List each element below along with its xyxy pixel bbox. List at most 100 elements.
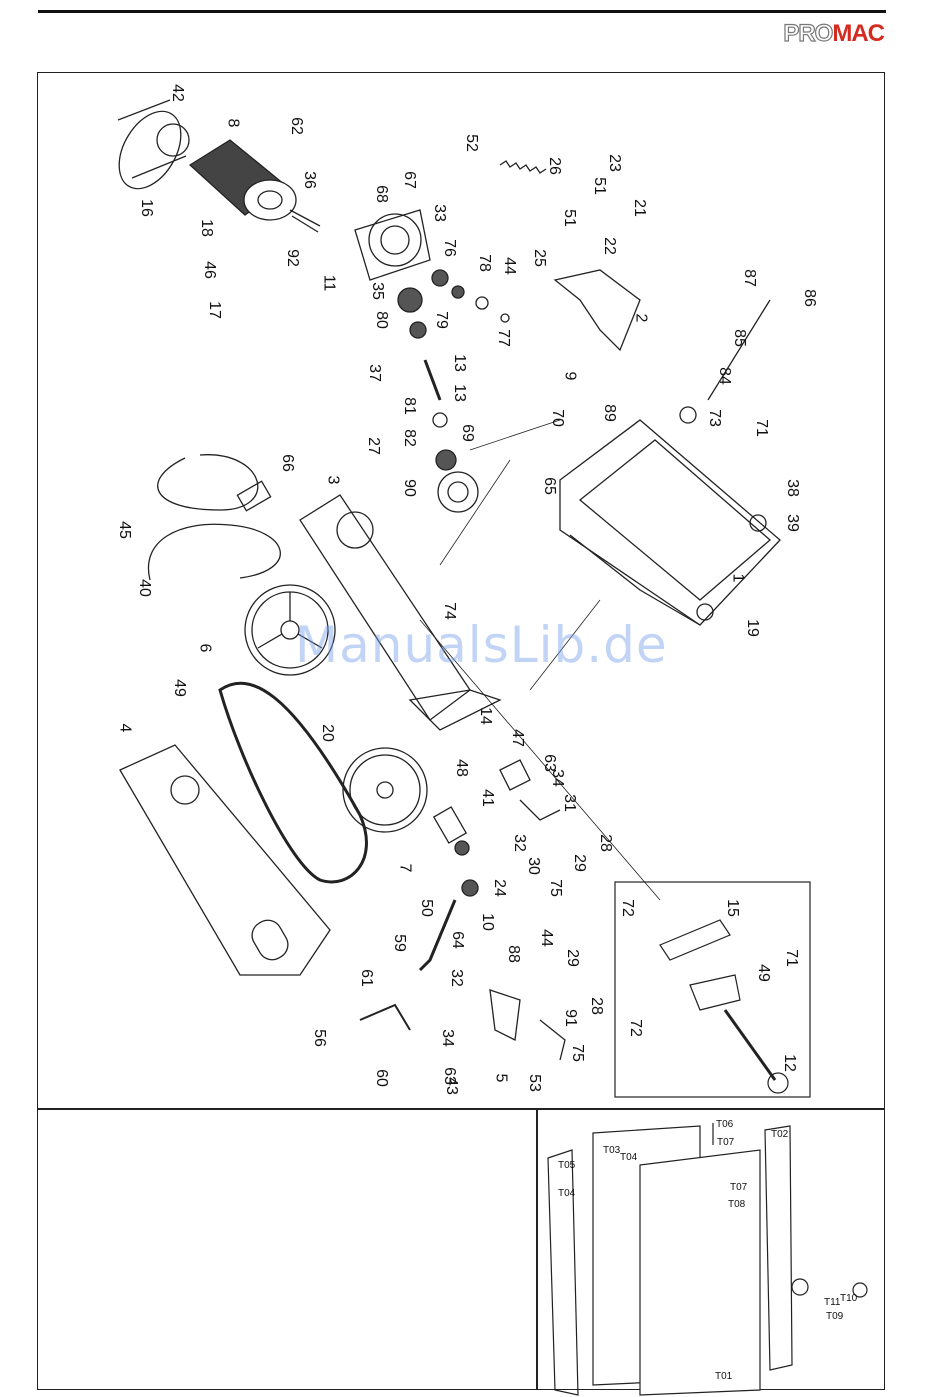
rod-part — [707, 299, 771, 401]
vise-base-part — [559, 406, 781, 626]
stand-callout-T07: T07 — [717, 1137, 735, 1148]
stand-callout-T06: T06 — [716, 1119, 734, 1130]
part-callout-36: 36 — [300, 171, 318, 189]
part-callout-52: 52 — [462, 134, 480, 152]
part-callout-65: 65 — [540, 477, 558, 495]
motor-cover-part — [117, 99, 187, 190]
part-callout-39: 39 — [783, 514, 801, 532]
part-callout-46: 46 — [200, 261, 218, 279]
motor-shaft-part — [289, 209, 321, 233]
shaft-part — [423, 359, 442, 401]
motor-part — [188, 139, 297, 221]
part-callout-37: 37 — [365, 364, 383, 382]
part-callout-32: 32 — [447, 969, 465, 987]
part-callout-3: 3 — [324, 475, 342, 485]
part-callout-18: 18 — [197, 219, 215, 237]
inset-callout-72: 72 — [626, 1019, 644, 1037]
part-callout-44: 44 — [500, 257, 518, 275]
inset-callout-49: 49 — [754, 964, 772, 982]
part-callout-8: 8 — [224, 118, 242, 128]
part-callout-67: 67 — [400, 171, 418, 189]
part-callout-92: 92 — [283, 249, 301, 267]
stand-callout-T08: T08 — [728, 1199, 746, 1210]
promac-logo: PROMAC — [783, 19, 885, 47]
part-callout-68: 68 — [372, 185, 390, 203]
part-callout-73: 73 — [705, 409, 723, 427]
part-callout-74: 74 — [440, 602, 458, 620]
handle-bracket-part — [553, 269, 641, 352]
part-callout-44: 44 — [537, 929, 555, 947]
part-callout-41: 41 — [478, 789, 496, 807]
part-callout-84: 84 — [715, 367, 733, 385]
part-callout-45: 45 — [115, 521, 133, 539]
guide-block-part — [432, 806, 468, 844]
stand-callout-T01: T01 — [715, 1371, 733, 1382]
part-callout-71: 71 — [752, 419, 770, 437]
fan-part — [156, 123, 190, 157]
header-rule — [38, 10, 886, 13]
part-callout-53: 53 — [525, 1074, 543, 1092]
section-divider — [37, 1108, 885, 1110]
idler-wheel-part — [342, 747, 428, 833]
cover-plate-part — [119, 744, 331, 976]
part-callout-25: 25 — [530, 249, 548, 267]
inset-diagram — [614, 881, 811, 1098]
stand-callout-T05: T05 — [558, 1160, 576, 1171]
stand-diagram — [547, 1123, 868, 1396]
part-callout-70: 70 — [548, 409, 566, 427]
part-callout-13: 13 — [450, 354, 468, 372]
part-callout-81: 81 — [400, 397, 418, 415]
part-callout-78: 78 — [475, 254, 493, 272]
part-callout-20: 20 — [318, 724, 336, 742]
part-callout-50: 50 — [417, 899, 435, 917]
part-callout-82: 82 — [400, 429, 418, 447]
diagram-frame — [37, 72, 885, 1390]
part-callout-86: 86 — [800, 289, 818, 307]
knob-part — [499, 759, 531, 791]
gear-part — [397, 287, 423, 313]
part-callout-26: 26 — [545, 157, 563, 175]
part-callout-63: 63 — [540, 754, 558, 772]
part-callout-35: 35 — [368, 282, 386, 300]
part-callout-5: 5 — [492, 1073, 510, 1083]
part-callout-47: 47 — [508, 729, 526, 747]
part-callout-19: 19 — [743, 619, 761, 637]
part-callout-23: 23 — [605, 154, 623, 172]
part-callout-89: 89 — [600, 404, 618, 422]
inset-callout-15: 15 — [723, 899, 741, 917]
part-callout-29: 29 — [570, 854, 588, 872]
part-callout-21: 21 — [630, 199, 648, 217]
part-callout-29: 29 — [563, 949, 581, 967]
part-callout-28: 28 — [596, 834, 614, 852]
part-callout-6: 6 — [196, 643, 214, 653]
stand-right-panel — [764, 1125, 793, 1371]
part-callout-62: 62 — [287, 117, 305, 135]
part-callout-40: 40 — [135, 579, 153, 597]
part-callout-38: 38 — [783, 479, 801, 497]
part-callout-1: 1 — [729, 573, 747, 583]
part-callout-24: 24 — [490, 879, 508, 897]
part-callout-10: 10 — [478, 913, 496, 931]
hub-part — [437, 471, 479, 513]
part-callout-28: 28 — [587, 997, 605, 1015]
part-callout-60: 60 — [372, 1069, 390, 1087]
part-callout-76: 76 — [440, 239, 458, 257]
part-callout-56: 56 — [310, 1029, 328, 1047]
part-callout-13: 13 — [450, 384, 468, 402]
part-callout-66: 66 — [278, 454, 296, 472]
part-callout-90: 90 — [400, 479, 418, 497]
part-callout-2: 2 — [632, 313, 650, 323]
part-callout-22: 22 — [600, 237, 618, 255]
part-callout-87: 87 — [740, 269, 758, 287]
part-callout-77: 77 — [494, 329, 512, 347]
part-callout-88: 88 — [504, 945, 522, 963]
part-callout-31: 31 — [560, 794, 578, 812]
stand-callout-T09: T09 — [826, 1311, 844, 1322]
stand-callout-T04: T04 — [558, 1188, 576, 1199]
part-callout-4: 4 — [116, 723, 134, 733]
part-callout-42: 42 — [168, 84, 186, 102]
inset-callout-71: 71 — [782, 949, 800, 967]
handle-part — [359, 1003, 411, 1031]
part-callout-30: 30 — [524, 857, 542, 875]
